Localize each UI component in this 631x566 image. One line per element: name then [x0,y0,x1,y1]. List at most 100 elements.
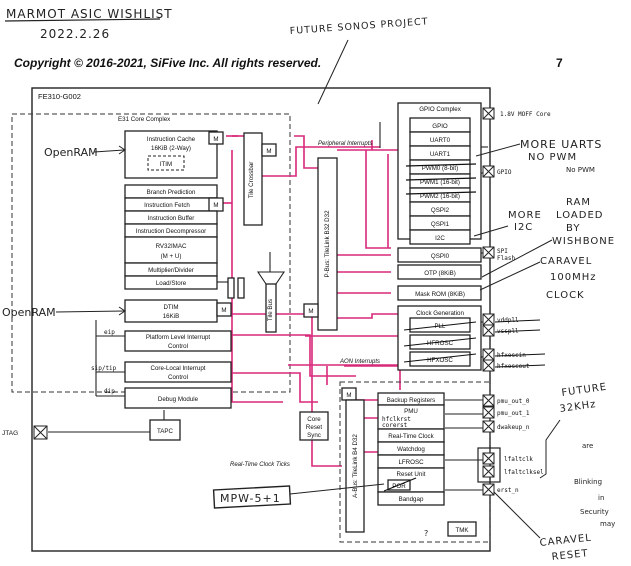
note-title: MARMOT ASIC WISHLIST [6,7,173,21]
pwm2-label: PWM2 (16-bit) [420,193,460,200]
por-strikethrough [383,477,417,492]
note-loaded: LOADED [556,210,603,221]
qspi0-block [397,247,482,263]
uart0-label: UART0 [430,137,451,144]
note-scribble-4: Security [580,508,609,516]
itim-block [147,155,185,171]
jtag-label: JTAG [2,430,18,437]
note-wishbone: WISHBONE [552,236,615,247]
a-bus-block [345,399,365,533]
bandgap-block [377,491,445,506]
pwm1-label: PWM1 (16-bit) [420,179,460,186]
m-port-label: M [221,307,226,314]
rtc-label: Real-Time Clock [388,433,434,440]
pwm0-label: PWM0 (8-bit) [422,165,458,172]
branch-label: Branch Prediction [147,189,196,196]
pin-boxes [482,107,495,496]
plic-control: Control [168,343,188,350]
mask-rom-block [397,285,482,301]
tmk-label: TMK [455,527,469,534]
decomp-label: Instruction Decompressor [136,228,207,235]
svg-text:?: ? [424,529,428,538]
page-number: 7 [556,56,563,70]
tile-bus-label: Tile Bus [267,299,274,321]
core-reset-sync-block [299,411,329,441]
debug-module-block [124,387,232,409]
m-port-label: M [308,308,313,315]
note-more-uarts: MORE UARTS [520,138,602,151]
dtim-label: DTIM [163,304,178,311]
hfxosc-label: HFXOSC [427,357,453,364]
reset-unit-label: Reset Unit [397,471,426,478]
dtim-size: 16KiB [163,313,180,320]
crossbar-master-port [261,143,277,157]
i2c-block [409,229,471,245]
muldiv-label: Multiplier/Divider [148,267,194,274]
clint-control: Control [168,374,188,381]
load-store-port [237,277,245,299]
buffer-label: Instruction Buffer [148,215,195,222]
pll-label: PLL [434,323,446,330]
note-future-sonos: FUTURE SONOS PROJECT [289,16,428,37]
backup-label: Backup Registers [387,397,436,404]
loadstore-label: Load/Store [156,280,187,287]
m-port-label: M [266,148,271,155]
dip-label: dip [104,388,115,395]
por-label: POR [392,483,406,490]
note-future: FUTURE [561,382,608,399]
gpio-label: GPIO [432,123,448,130]
note-caravel-clk-2: 100MHz [550,272,596,283]
note-caravel-reset-2: RESET [551,548,589,563]
note-32khz: 32KHz [559,399,597,415]
clint-block [124,361,232,383]
pwm-strikethrough [405,163,477,195]
pin-erst-label: erst_n [497,487,519,494]
tapc-block [149,419,181,441]
rtc-ticks-label: Real-Time Clock Ticks [230,462,290,468]
interconnect-lines [218,135,410,467]
tapc-label: TAPC [157,428,174,435]
clockgen-label: Clock Generation [416,310,464,317]
rv-mode: (M + U) [161,253,182,260]
note-ram: RAM [566,197,591,208]
pin-lfaltclk-label: lfaltclk [504,456,533,463]
a-bus-label: A-Bus: TileLink B4 D32 [352,434,359,498]
signal-lines [48,122,488,491]
note-openram-1: OpenRAM [44,146,98,159]
hfclkrst-label: hfclkrst [382,416,411,423]
load-store-block [124,275,218,290]
icache-label: Instruction Cache [147,136,196,143]
icache-master-port [208,131,224,145]
p-bus-master-port [303,303,319,318]
aon-boundary [339,381,491,543]
rv32imac-block [124,236,218,264]
pll-block [409,317,471,333]
dtim-master-port [216,302,232,317]
note-caravel-clk-1: CARAVEL [540,256,592,267]
m-port-label: M [213,136,218,143]
pin-flash-label: Flash [497,255,515,262]
pin-vddpll-label: vddpll [497,317,519,324]
note-scribble-3: in [598,494,604,502]
hfxosc-block [409,351,471,367]
pin-dwakeup-label: dwakeup_n [497,424,530,431]
note-more-i2c-1: MORE [508,210,542,221]
p-bus-block [317,157,338,331]
tile-crossbar-label: Tile Crossbar [248,162,255,199]
peripheral-interrupts-label: Peripheral Interrupts [318,141,372,147]
itim-label: ITIM [160,161,172,168]
note-scribble-2: Blinking [574,478,602,486]
i2c-label: I2C [435,235,445,242]
otp-block [397,264,482,280]
eip-label: eip [104,329,115,336]
core-reset-1: Core [307,416,321,423]
m-port-label: M [346,392,351,399]
jtag-pin [33,425,48,440]
qspi0-label: QSPI0 [431,253,450,260]
tile-crossbar-block [243,132,263,226]
pin-moff-label: 1.8V MOFF Core [500,111,551,118]
plic-block [124,330,232,352]
clint-label: Core-Local Interrupt [150,365,205,372]
lfaltclk-handdrawn-box [477,447,501,483]
note-more-i2c-2: I2C [514,222,533,233]
